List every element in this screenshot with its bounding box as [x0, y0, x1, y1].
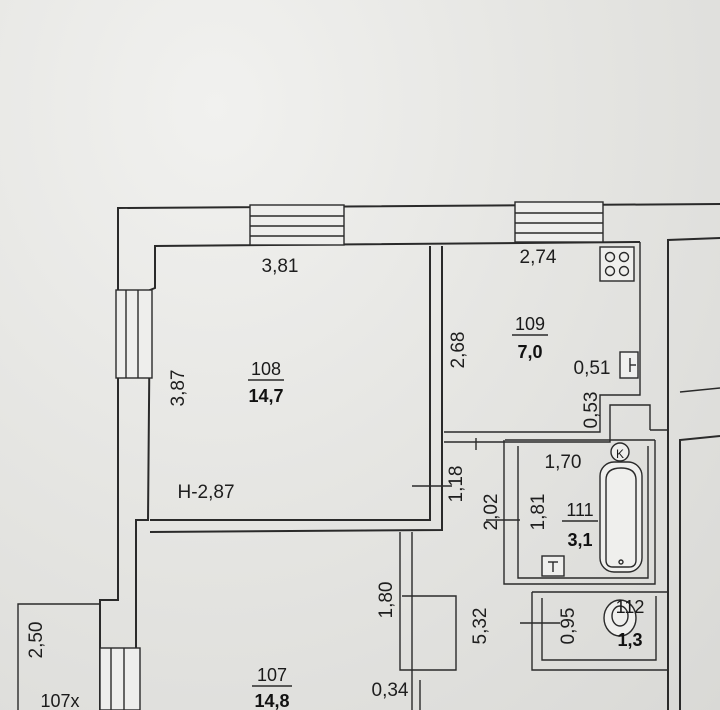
fixtures [541, 246, 643, 637]
window-top-right [514, 201, 604, 243]
dim-hall-length: 5,32 [470, 608, 491, 645]
bathtub-icon [599, 461, 643, 573]
window-bottom-left [99, 647, 141, 710]
room-107-area: 14,8 [254, 691, 289, 710]
sink-icon [619, 351, 639, 379]
room-108: 108 14,7 [248, 359, 284, 406]
bath-marker-letter: K [616, 447, 624, 461]
dim-niche-depth: 0,53 [581, 392, 602, 429]
dim-109-width: 2,74 [520, 247, 557, 268]
dim-bath-height: 1,81 [528, 494, 549, 531]
windows [99, 201, 604, 710]
dim-corridor-height: 2,02 [481, 494, 502, 531]
dim-balcony-width: 2,50 [26, 622, 47, 659]
dim-108-height: 3,87 [168, 370, 189, 407]
dim-niche-width: 0,51 [574, 358, 611, 379]
stove-icon [599, 246, 635, 282]
room-112: 112 1,3 [616, 597, 645, 650]
room-109-area: 7,0 [517, 342, 542, 362]
room-109: 109 7,0 [512, 314, 548, 362]
room-107-cut-label: 107х [40, 691, 79, 710]
dimension-labels: 3,81 3,87 2,74 2,68 0,51 0,53 1,70 1,81 … [26, 247, 624, 701]
ceiling-height: Н-2,87 [177, 482, 234, 503]
room-107-number: 107 [257, 665, 287, 685]
toilet-icon [603, 599, 637, 637]
dim-bath-width: 1,70 [545, 452, 582, 473]
room-111-number: 111 [566, 500, 593, 520]
dim-corridor-width: 1,18 [446, 466, 467, 503]
dim-108-width: 3,81 [262, 256, 299, 277]
room-112-number: 112 [616, 597, 645, 617]
window-left [115, 289, 153, 379]
room-111-area: 3,1 [567, 530, 592, 550]
dim-door-gap: 0,34 [372, 680, 409, 701]
bath-marker-icon [610, 442, 630, 462]
room-108-area: 14,7 [248, 386, 283, 406]
room-112-area: 1,3 [617, 630, 642, 650]
partitions [17, 242, 668, 710]
room-108-number: 108 [251, 359, 281, 379]
window-top-left [249, 204, 345, 246]
dim-hall-depth: 1,80 [376, 582, 397, 619]
room-111: 111 3,1 [562, 500, 598, 550]
room-109-number: 109 [515, 314, 545, 334]
dim-109-height: 2,68 [448, 332, 469, 369]
room-107: 107 14,8 107х [40, 665, 292, 710]
dim-wc-width: 0,95 [558, 608, 579, 645]
